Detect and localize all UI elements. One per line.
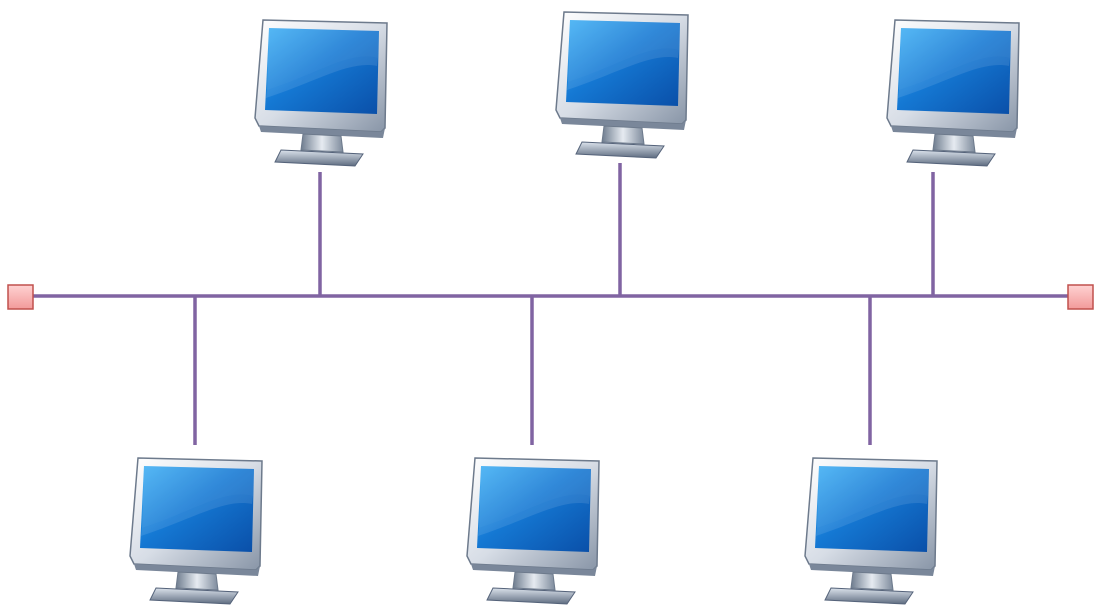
- terminator-left: [7, 284, 34, 310]
- computer-bottom-2: [466, 457, 600, 605]
- terminator-right: [1067, 284, 1094, 310]
- computer-bottom-3: [804, 457, 938, 605]
- monitor-icon: [254, 19, 388, 167]
- monitor-icon: [886, 19, 1020, 167]
- monitor-icon: [129, 457, 263, 605]
- monitor-icon: [466, 457, 600, 605]
- computer-top-3: [886, 19, 1020, 167]
- monitor-icon: [804, 457, 938, 605]
- computer-top-2: [555, 11, 689, 159]
- monitor-icon: [555, 11, 689, 159]
- computer-bottom-1: [129, 457, 263, 605]
- computer-top-1: [254, 19, 388, 167]
